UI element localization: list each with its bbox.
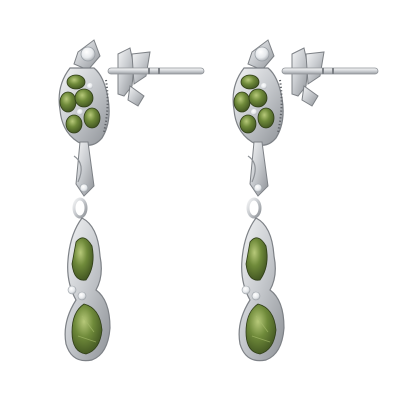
right-earring — [231, 38, 380, 363]
left-earring — [57, 38, 206, 363]
